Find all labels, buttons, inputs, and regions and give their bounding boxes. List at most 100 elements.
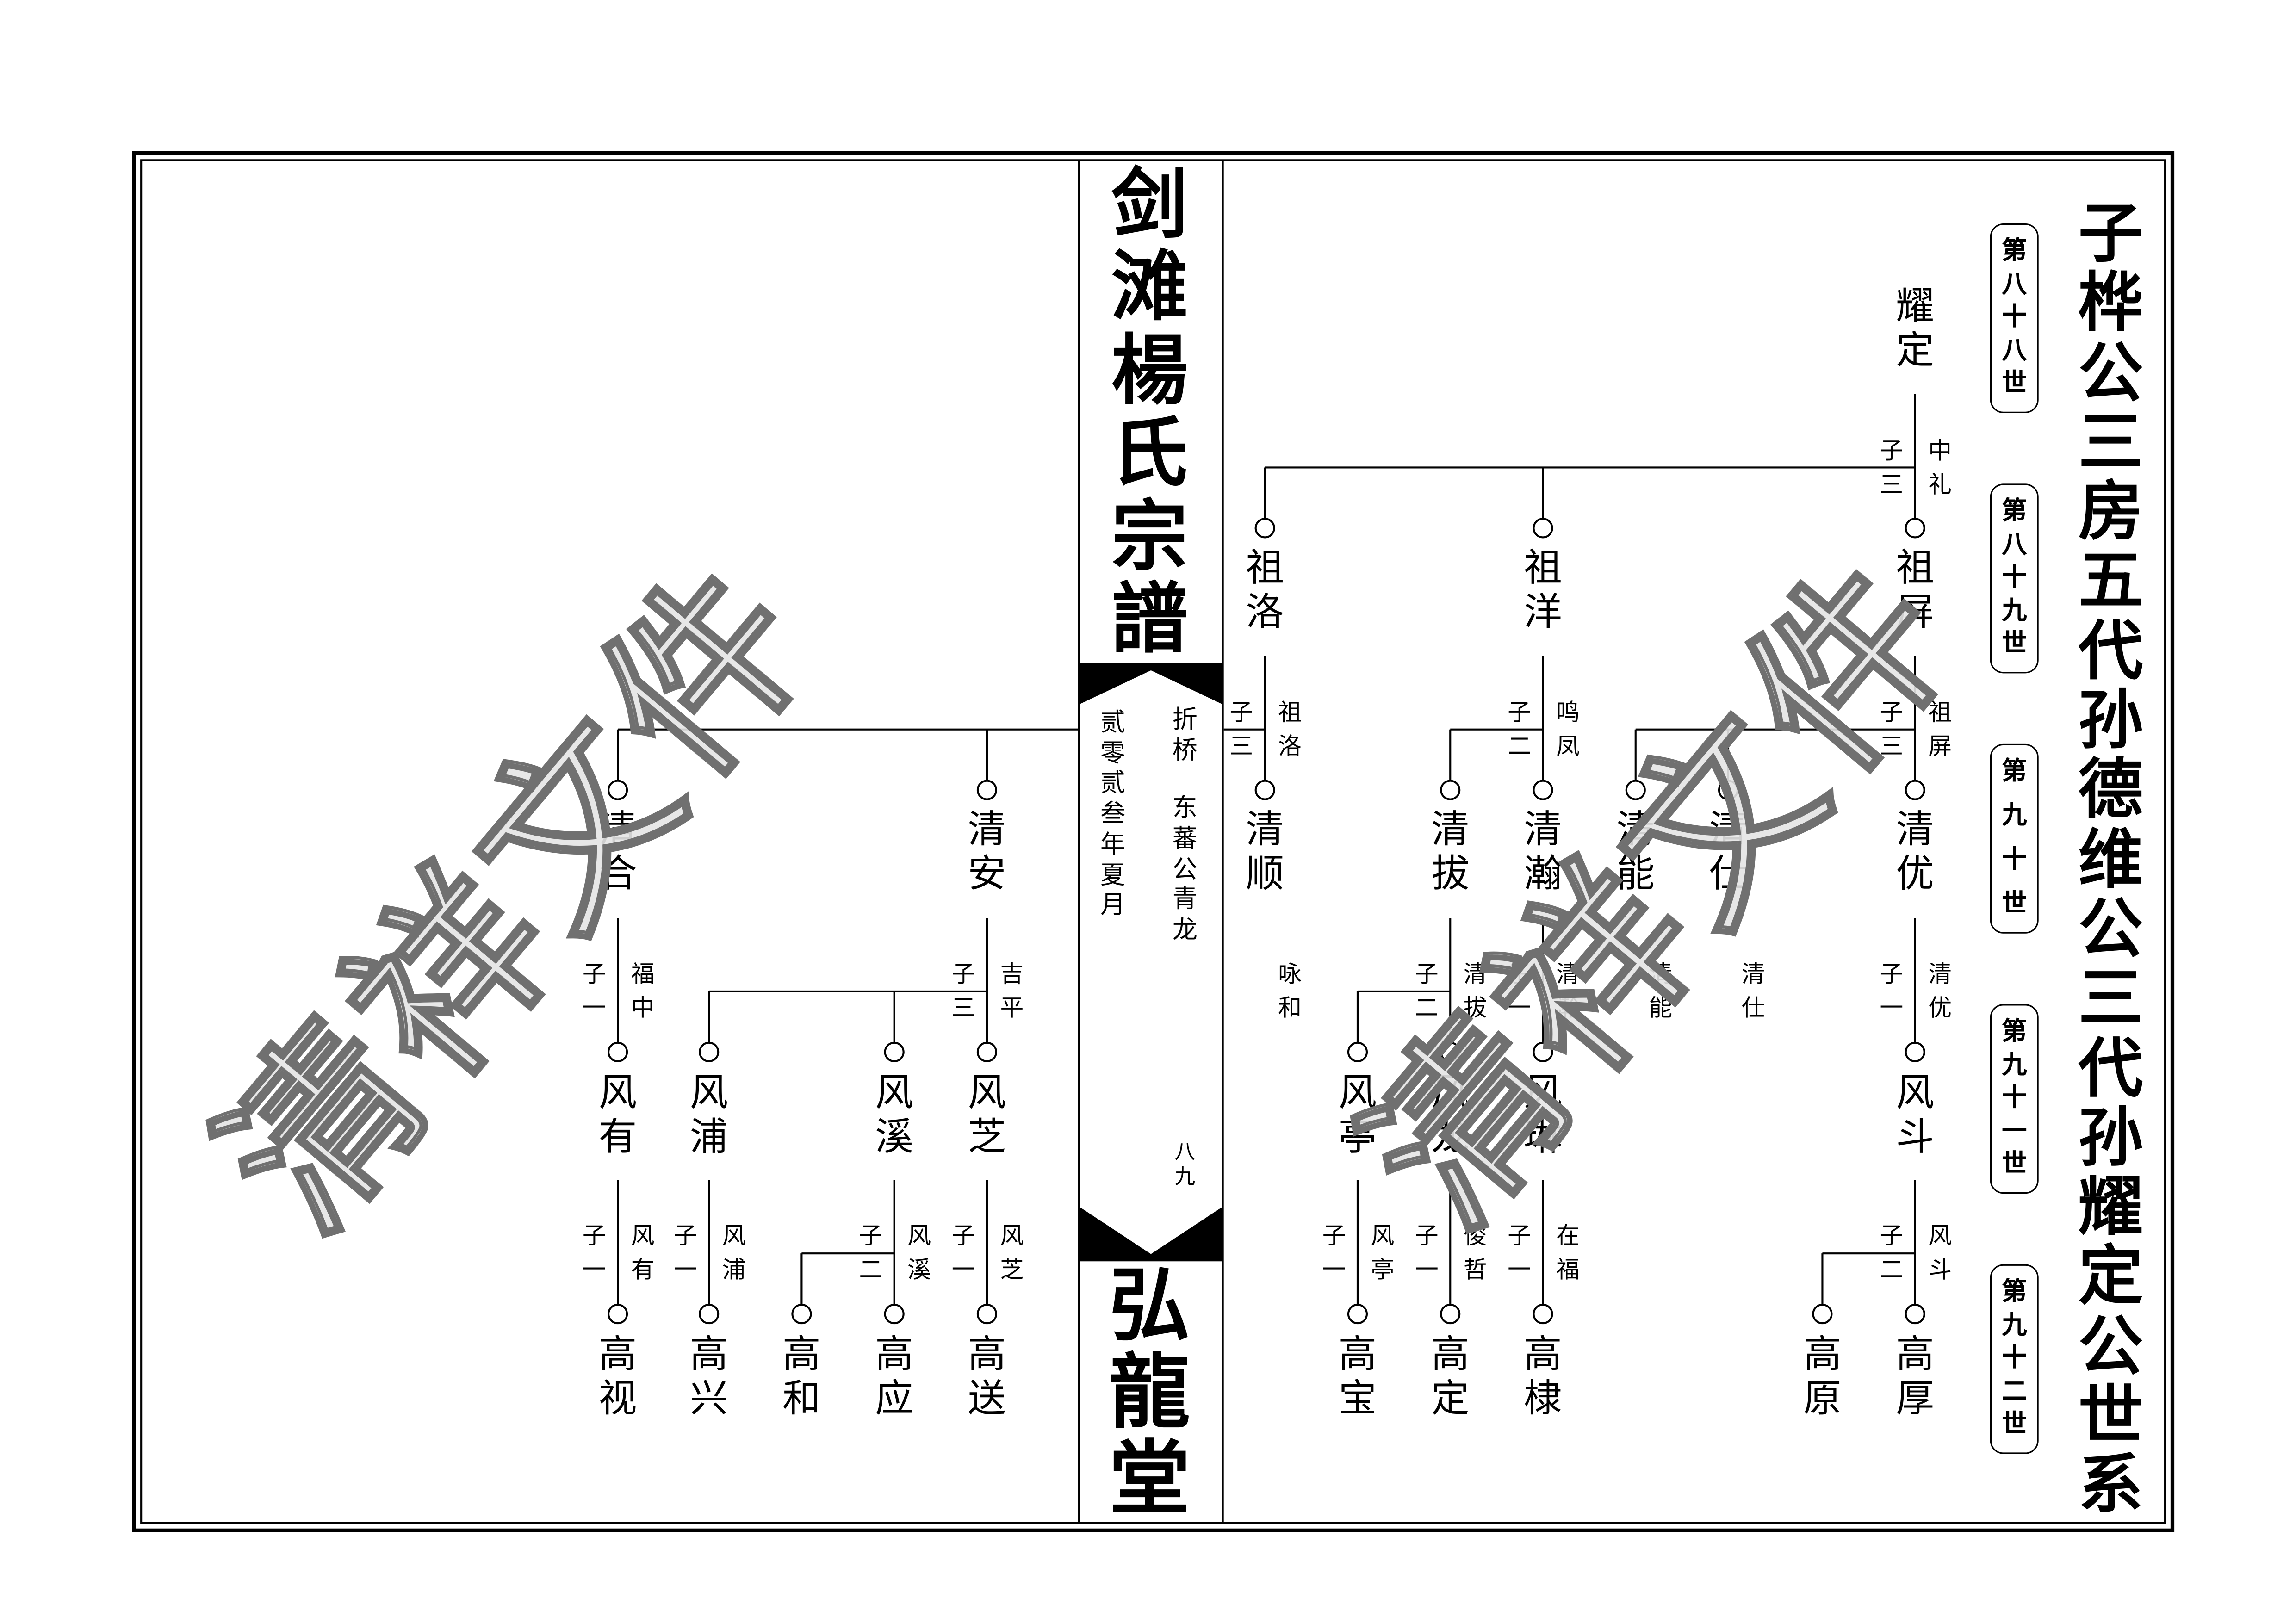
generation-label-char: 世 (2002, 1149, 2027, 1179)
member-name: 祖洋 (1524, 547, 1562, 636)
member-name: 高棣 (1524, 1333, 1562, 1422)
spine-date: 贰零贰叁年夏月 (1100, 708, 1126, 921)
top-fish-tail (1080, 663, 1222, 705)
generation-label-char: 八 (2002, 530, 2027, 560)
member-name: 风琳 (1524, 1071, 1562, 1159)
generation-label-char: 九 (2002, 596, 2027, 626)
side-note-label: 风亭 (1371, 1221, 1395, 1284)
side-note-label: 风有 (631, 1221, 655, 1284)
member-name: 风芝 (968, 1071, 1006, 1159)
side-note-label: 咏和 (1278, 960, 1302, 1022)
sons-count-label: 子一 (673, 1221, 697, 1284)
member-name: 风有 (598, 1071, 637, 1159)
side-note-label: 清瀚 (1556, 960, 1580, 1022)
generation-label-char: 一 (2002, 1116, 2027, 1146)
side-note-label: 清能 (1649, 960, 1673, 1022)
generation-label-char: 世 (2002, 1410, 2027, 1439)
spine-branch: 东蕃公青龙 (1172, 793, 1198, 946)
generation-label-char: 八 (2002, 336, 2027, 365)
member-name: 高定 (1431, 1333, 1470, 1422)
member-name: 清能 (1616, 809, 1655, 898)
side-note-label: 俊哲 (1463, 1221, 1487, 1284)
generation-label-char: 世 (2002, 369, 2027, 399)
member-name: 清顺 (1246, 809, 1285, 898)
side-note-label: 鸣凤 (1556, 698, 1580, 760)
side-note-label: 祖洛 (1278, 698, 1302, 760)
member-name: 祖屏 (1896, 547, 1935, 636)
generation-label-char: 九 (2002, 1310, 2027, 1340)
sons-count-label: 子一 (1322, 1221, 1346, 1284)
generation-label-char: 第 (2002, 1017, 2027, 1047)
generation-label-char: 第 (2002, 236, 2027, 266)
member-name: 清仕 (1709, 809, 1748, 898)
hall-name: 弘龍堂 (1109, 1257, 1190, 1523)
side-note-label: 风芝 (1000, 1221, 1024, 1284)
sons-count-label: 子二 (1415, 960, 1439, 1022)
side-note-label: 祖屏 (1928, 698, 1952, 760)
sons-count-label: 子二 (1508, 698, 1532, 760)
generation-label: 第九十一世 (1990, 1004, 2039, 1194)
member-name: 高和 (782, 1333, 821, 1422)
lineage-title: 子桦公三房五代孙德维公三代孙耀定公世系 (2078, 197, 2143, 1524)
member-name: 高原 (1803, 1333, 1842, 1422)
page-number: 八九 (1174, 1140, 1196, 1189)
sons-count-label: 子一 (1508, 1221, 1532, 1284)
member-name: 清合 (598, 809, 637, 898)
sons-count-label: 子一 (951, 1221, 975, 1284)
clan-title: 剑滩楊氏宗譜 (1111, 160, 1188, 665)
generation-label: 第八十八世 (1990, 223, 2039, 413)
member-name: 风斗 (1896, 1071, 1935, 1159)
member-name: 清拔 (1431, 809, 1470, 898)
sons-count-label: 子二 (859, 1221, 883, 1284)
side-note-label: 清拔 (1463, 960, 1487, 1022)
member-name: 清安 (968, 809, 1006, 898)
generation-label-char: 第 (2002, 757, 2027, 787)
member-name: 高视 (598, 1333, 637, 1422)
member-name: 祖洛 (1246, 547, 1285, 636)
generation-label: 第九十世 (1990, 743, 2039, 934)
page-spine: 剑滩楊氏宗譜 折桥 东蕃公青龙 贰零贰叁年夏月 八九 弘龍堂 (1078, 160, 1224, 1523)
generation-label-char: 九 (2002, 801, 2027, 831)
generation-label-char: 第 (2002, 1277, 2027, 1307)
member-name: 高应 (875, 1333, 913, 1422)
side-note-label: 福中 (631, 960, 655, 1022)
sons-count-label: 子三 (1880, 436, 1904, 498)
generation-label-char: 九 (2002, 1050, 2027, 1080)
generation-label-char: 世 (2002, 889, 2027, 919)
side-note-label: 清优 (1928, 960, 1952, 1022)
generation-label: 第八十九世 (1990, 483, 2039, 674)
sons-count-label: 子一 (1880, 960, 1904, 1022)
member-name: 高兴 (689, 1333, 728, 1422)
side-note-label: 风溪 (907, 1221, 931, 1284)
member-name: 风龙 (1431, 1071, 1470, 1159)
bottom-fish-tail (1080, 1207, 1222, 1262)
member-name: 高厚 (1896, 1333, 1935, 1422)
member-name: 高宝 (1338, 1333, 1377, 1422)
member-name: 清瀚 (1524, 809, 1562, 898)
side-note-label: 中礼 (1928, 436, 1952, 498)
member-name: 风亭 (1338, 1071, 1377, 1159)
side-note-label: 清仕 (1741, 960, 1765, 1022)
generation-label-char: 十 (2002, 563, 2027, 593)
generation-label: 第九十二世 (1990, 1264, 2039, 1454)
member-name: 风浦 (689, 1071, 728, 1159)
generation-label-char: 世 (2002, 629, 2027, 659)
member-name: 高送 (968, 1333, 1006, 1422)
generation-label-char: 十 (2002, 845, 2027, 875)
member-name: 风溪 (875, 1071, 913, 1159)
sons-count-label: 子一 (1508, 960, 1532, 1022)
sons-count-label: 子二 (1880, 1221, 1904, 1284)
side-note-label: 吉平 (1000, 960, 1024, 1022)
member-name: 清优 (1896, 809, 1935, 898)
generation-label-char: 十 (2002, 303, 2027, 333)
generation-label-char: 二 (2002, 1376, 2027, 1406)
generation-label-char: 十 (2002, 1344, 2027, 1373)
spine-place: 折桥 (1172, 706, 1198, 766)
side-note-label: 风浦 (722, 1221, 746, 1284)
generation-label-char: 第 (2002, 497, 2027, 527)
sons-count-label: 子一 (1415, 1221, 1439, 1284)
member-name: 耀定 (1896, 285, 1935, 374)
sons-count-label: 子三 (951, 960, 975, 1022)
side-note-label: 风斗 (1928, 1221, 1952, 1284)
